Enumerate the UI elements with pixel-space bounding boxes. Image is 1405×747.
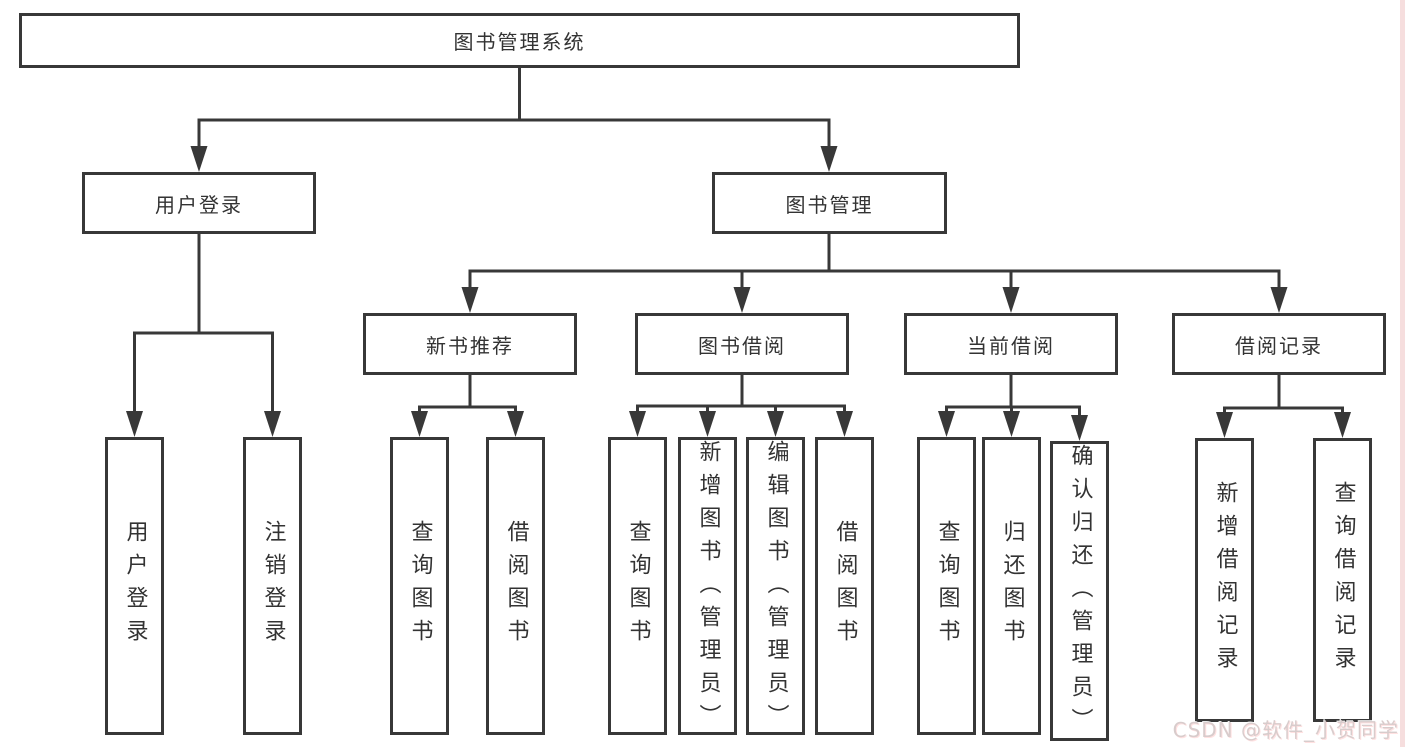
connector-user-login-to-leaves (126, 233, 281, 437)
connector-book-mgmt-to-level3 (461, 234, 1288, 313)
node-label: 借阅图书 (832, 520, 858, 652)
connector-book-borrow-to-leaves (629, 374, 853, 437)
csdn-watermark: CSDN @软件_小贺同学 (1172, 718, 1399, 742)
node-label: 新增借阅记录 (1212, 481, 1238, 679)
node-label: 查询图书 (625, 520, 651, 652)
connector-root-to-level2 (190, 66, 838, 172)
connector-current-borrow-to-leaves (938, 374, 1088, 441)
node-book-management: 图书管理 (712, 172, 947, 234)
node-book-borrowing: 图书借阅 (635, 313, 849, 375)
node-label: 新增图书（管理员） (695, 440, 721, 737)
node-label: 编辑图书（管理员） (763, 440, 789, 737)
node-label: 查询图书 (934, 520, 960, 652)
right-edge-strip (1400, 0, 1405, 747)
node-label: 确认归还（管理员） (1067, 444, 1093, 741)
node-label: 查询借阅记录 (1330, 481, 1356, 679)
leaf-query-books-current: 查询图书 (917, 437, 976, 735)
node-label: 查询图书 (407, 520, 433, 652)
node-library-management-system: 图书管理系统 (19, 13, 1020, 68)
node-label: 借阅图书 (503, 520, 529, 652)
node-label: 用户登录 (155, 192, 243, 217)
node-label: 新书推荐 (426, 333, 514, 358)
leaf-borrow-books-borrow: 借阅图书 (815, 437, 874, 735)
leaf-query-books-recommend: 查询图书 (390, 437, 449, 735)
node-borrowing-records: 借阅记录 (1172, 313, 1386, 375)
node-label: 图书管理系统 (453, 30, 586, 54)
leaf-add-books-admin: 新增图书（管理员） (678, 437, 737, 737)
leaf-new-borrow-record: 新增借阅记录 (1195, 438, 1254, 722)
leaf-query-borrow-record: 查询借阅记录 (1313, 438, 1372, 722)
node-user-login: 用户登录 (82, 172, 316, 234)
leaf-return-books: 归还图书 (982, 437, 1041, 735)
connector-borrow-records-to-leaves (1216, 374, 1351, 438)
node-current-borrowing: 当前借阅 (904, 313, 1118, 375)
connector-new-book-rec-to-leaves (411, 374, 524, 437)
leaf-edit-books-admin: 编辑图书（管理员） (746, 437, 805, 737)
leaf-borrow-books-recommend: 借阅图书 (486, 437, 545, 735)
leaf-query-books-borrow: 查询图书 (608, 437, 667, 735)
leaf-confirm-return-admin: 确认归还（管理员） (1050, 441, 1109, 741)
node-label: 借阅记录 (1235, 333, 1323, 358)
node-label: 用户登录 (122, 520, 148, 652)
node-label: 归还图书 (999, 520, 1025, 652)
node-label: 注销登录 (260, 520, 286, 652)
leaf-user-login: 用户登录 (105, 437, 164, 735)
node-new-book-recommendation: 新书推荐 (363, 313, 577, 375)
node-label: 当前借阅 (967, 333, 1055, 358)
node-label: 图书借阅 (698, 333, 786, 358)
node-label: 图书管理 (785, 192, 874, 217)
leaf-logout-login: 注销登录 (243, 437, 302, 735)
